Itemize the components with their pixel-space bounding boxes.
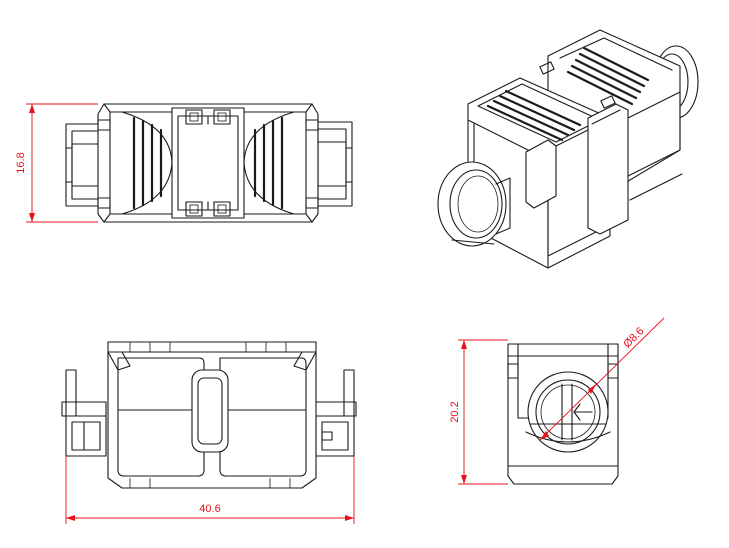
top-view (65, 103, 353, 223)
dimension-length: 40.6 (65, 456, 355, 524)
dimension-height-top: 16.8 (15, 103, 98, 223)
dim-label-16-8: 16.8 (15, 152, 27, 173)
dim-label-20-2: 20.2 (449, 401, 461, 422)
dim-label-40-6: 40.6 (199, 503, 220, 515)
isometric-view (437, 29, 699, 269)
end-view (507, 343, 619, 485)
dimension-height-end: 20.2 (449, 339, 508, 485)
dim-label-diameter-8-6: Ø8.6 (621, 325, 646, 350)
side-view (61, 341, 357, 489)
